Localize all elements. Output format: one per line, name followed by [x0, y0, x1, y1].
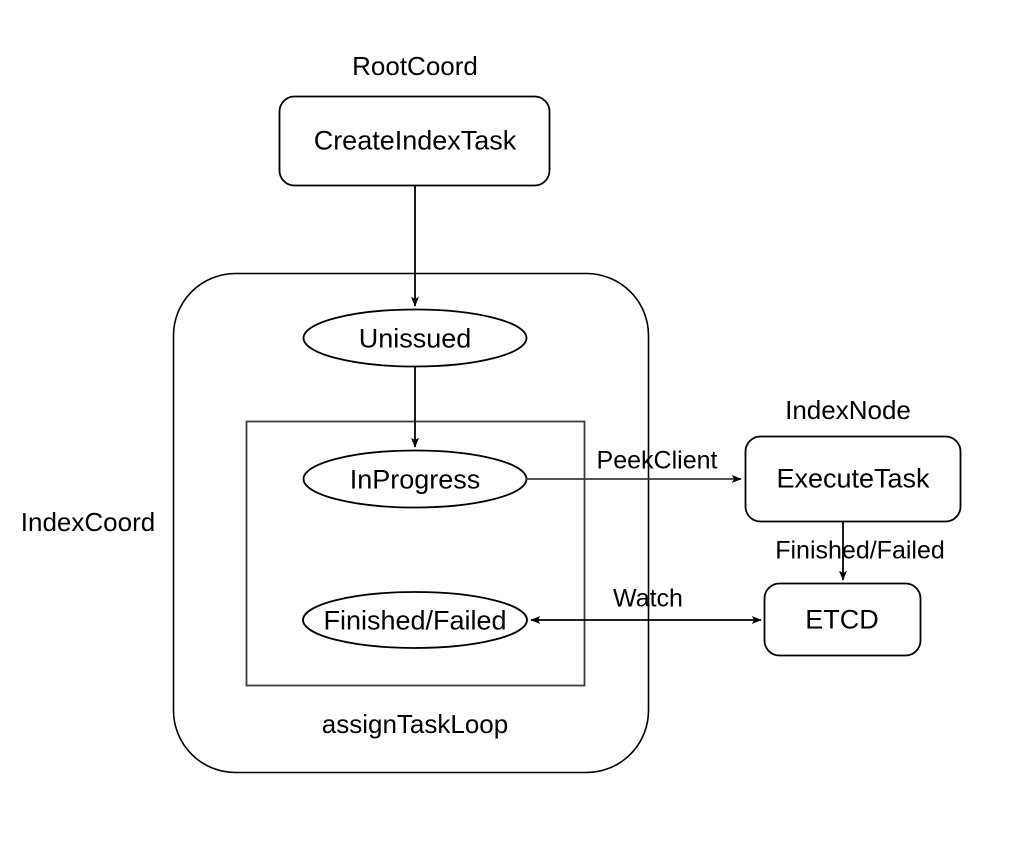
node-finished-failed-state[interactable]	[302, 591, 528, 649]
node-in-progress[interactable]	[302, 449, 528, 509]
node-execute-task[interactable]	[744, 435, 962, 523]
node-create-index-task[interactable]	[278, 95, 551, 187]
node-etcd[interactable]	[763, 582, 922, 657]
node-unissued[interactable]	[302, 308, 528, 368]
